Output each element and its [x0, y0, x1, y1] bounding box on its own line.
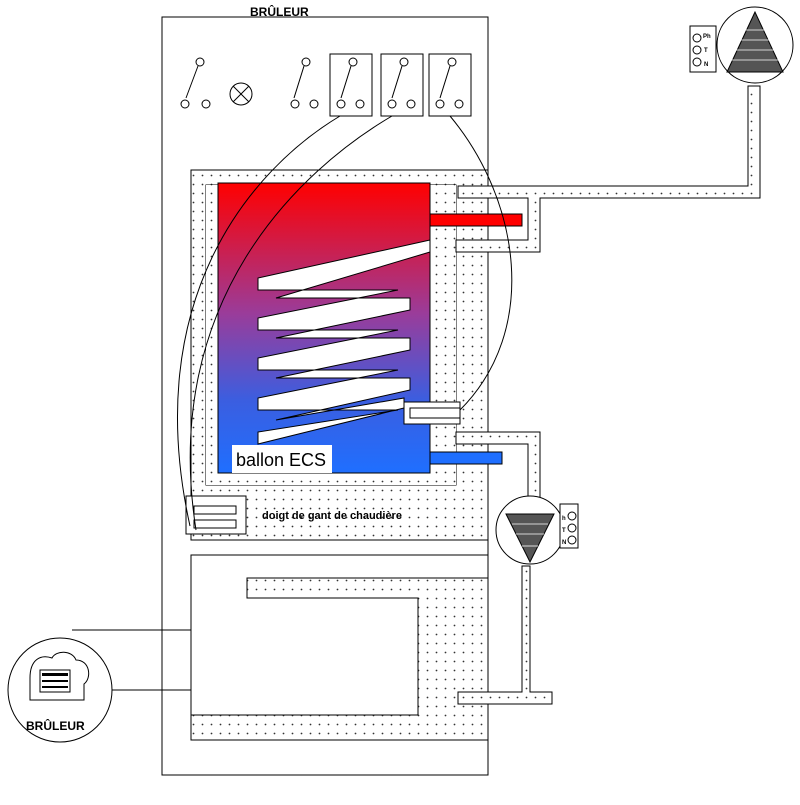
thermostat-1	[329, 53, 373, 117]
tank-sensor-well	[403, 401, 461, 425]
heating-coil	[257, 239, 431, 445]
top-pump-letter-3: N	[704, 62, 708, 68]
switch-1	[180, 57, 211, 109]
top-pump-letter-2: T	[704, 48, 708, 54]
switch-2	[290, 57, 319, 109]
bottom-pump-letter-1: h	[562, 516, 566, 522]
bottom-pump-letter-3: N	[562, 540, 566, 546]
control-panel	[180, 53, 472, 117]
top-pump-pipe	[455, 85, 761, 253]
cold-inlet-pipe	[429, 451, 503, 465]
top-pump-letter-1: Ph	[703, 34, 711, 40]
lamp-icon	[229, 82, 253, 106]
thermostat-3	[428, 53, 472, 117]
capillary-wires	[176, 115, 513, 531]
hot-outlet-pipe	[429, 213, 523, 227]
top-title: BRÛLEUR	[250, 4, 309, 19]
burner-label: BRÛLEUR	[26, 718, 85, 733]
burner: BRÛLEUR	[7, 637, 113, 743]
bottom-pump: h T N	[495, 495, 579, 565]
top-pump: Ph T N	[689, 6, 794, 84]
well-label: doigt de gant de chaudière	[262, 510, 402, 522]
return-pipe	[457, 565, 553, 705]
tank-label: ballon ECS	[236, 450, 326, 470]
thermostat-2	[380, 53, 424, 117]
bottom-pump-letter-2: T	[562, 528, 566, 534]
boiler-sensor-well	[185, 495, 247, 535]
